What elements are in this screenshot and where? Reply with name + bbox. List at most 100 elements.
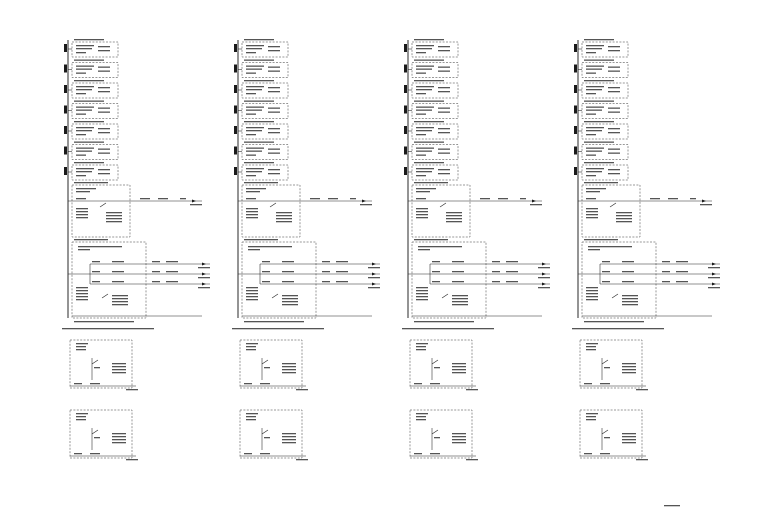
box-title	[416, 188, 436, 190]
component-note	[246, 299, 258, 301]
cable-spec	[676, 281, 688, 283]
breaker-spec	[76, 93, 86, 95]
breaker-spec	[282, 271, 294, 273]
circuit-note	[438, 148, 450, 150]
cabinet-outline	[411, 164, 459, 181]
cabinet-outline	[411, 103, 459, 119]
box-tag	[74, 182, 108, 184]
breaker-spec	[246, 147, 264, 149]
cable-spec	[414, 383, 422, 385]
breaker-spec	[416, 130, 432, 132]
switch-symbol	[601, 429, 609, 435]
cabinet-outline	[71, 41, 119, 58]
box-title	[586, 188, 606, 190]
box-tag	[584, 239, 618, 241]
circuit-note	[98, 46, 110, 48]
destination-note	[368, 277, 380, 279]
component-note	[452, 295, 468, 297]
breaker-spec	[262, 261, 270, 263]
arrow-icon	[542, 272, 546, 276]
box-tag	[414, 182, 448, 184]
meter-cabinet	[404, 39, 459, 58]
box-outline	[409, 339, 473, 389]
circuit-note	[98, 70, 110, 72]
box-title	[418, 246, 462, 248]
component-note	[106, 221, 122, 223]
switch-note	[434, 367, 440, 369]
box-tag	[586, 416, 596, 418]
circuit-note	[98, 128, 110, 130]
switch-symbol	[431, 359, 439, 365]
box-outline	[69, 339, 133, 389]
cable-spec	[336, 281, 348, 283]
cabinet-tag	[414, 141, 444, 143]
breaker-spec	[76, 72, 86, 74]
breaker-spec	[246, 127, 264, 129]
switch-symbol	[441, 293, 449, 299]
circuit-note	[98, 148, 110, 150]
circuit-note	[268, 46, 280, 48]
destination-note	[368, 267, 380, 269]
cabinet-outline	[581, 62, 629, 78]
meter-cabinet	[574, 59, 629, 78]
cable-spec	[336, 261, 348, 263]
breaker-spec	[246, 65, 264, 67]
cabinet-outline	[241, 144, 289, 160]
component-note	[622, 366, 636, 368]
switch-symbol	[91, 359, 99, 365]
breaker-spec	[246, 113, 256, 115]
cabinet-tag	[584, 39, 614, 41]
breaker-spec	[246, 45, 264, 47]
box-tag	[416, 419, 426, 421]
component-note	[246, 217, 258, 219]
cabinet-outline	[411, 123, 459, 140]
circuit-note	[438, 87, 450, 89]
circuit-note	[438, 152, 450, 154]
component-note	[622, 436, 636, 438]
component-note	[76, 299, 88, 301]
cabinet-tag	[244, 162, 274, 164]
box-title	[248, 246, 292, 248]
breaker-spec	[416, 113, 426, 115]
cable-spec	[260, 453, 270, 455]
box-title	[416, 191, 430, 193]
cable-spec	[506, 261, 518, 263]
component-note	[246, 208, 258, 210]
component-note	[616, 221, 632, 223]
breaker-spec	[602, 281, 610, 283]
box-outline	[409, 409, 473, 459]
box-tag	[74, 239, 108, 241]
riser-tag	[64, 64, 67, 73]
component-note	[622, 439, 636, 441]
arrow-icon	[202, 262, 206, 266]
arrow-icon	[712, 282, 716, 286]
breaker-spec	[76, 198, 86, 200]
breaker-spec	[432, 281, 440, 283]
component-note	[276, 215, 292, 217]
circuit-note	[98, 169, 110, 171]
component-note	[586, 217, 598, 219]
breaker-spec	[76, 127, 94, 129]
lower-box-2	[239, 409, 308, 461]
cabinet-outline	[581, 144, 629, 160]
circuit-note	[608, 152, 620, 154]
breaker-spec	[416, 89, 432, 91]
breaker-spec	[246, 130, 262, 132]
breaker-spec	[76, 109, 92, 111]
breaker-spec	[76, 175, 86, 177]
cable-spec	[662, 281, 670, 283]
riser-tag	[404, 105, 407, 114]
riser-tag	[574, 85, 577, 93]
cable-spec	[414, 453, 422, 455]
cable-spec	[244, 453, 252, 455]
cabinet-tag	[414, 162, 444, 164]
circuit-note	[268, 148, 280, 150]
breaker-spec	[452, 271, 464, 273]
breaker-spec	[416, 150, 432, 152]
breaker-spec	[246, 48, 262, 50]
cabinet-tag	[74, 121, 104, 123]
component-note	[112, 369, 126, 371]
circuit-note	[438, 132, 450, 134]
destination-note	[538, 287, 550, 289]
cable-spec	[152, 281, 160, 283]
